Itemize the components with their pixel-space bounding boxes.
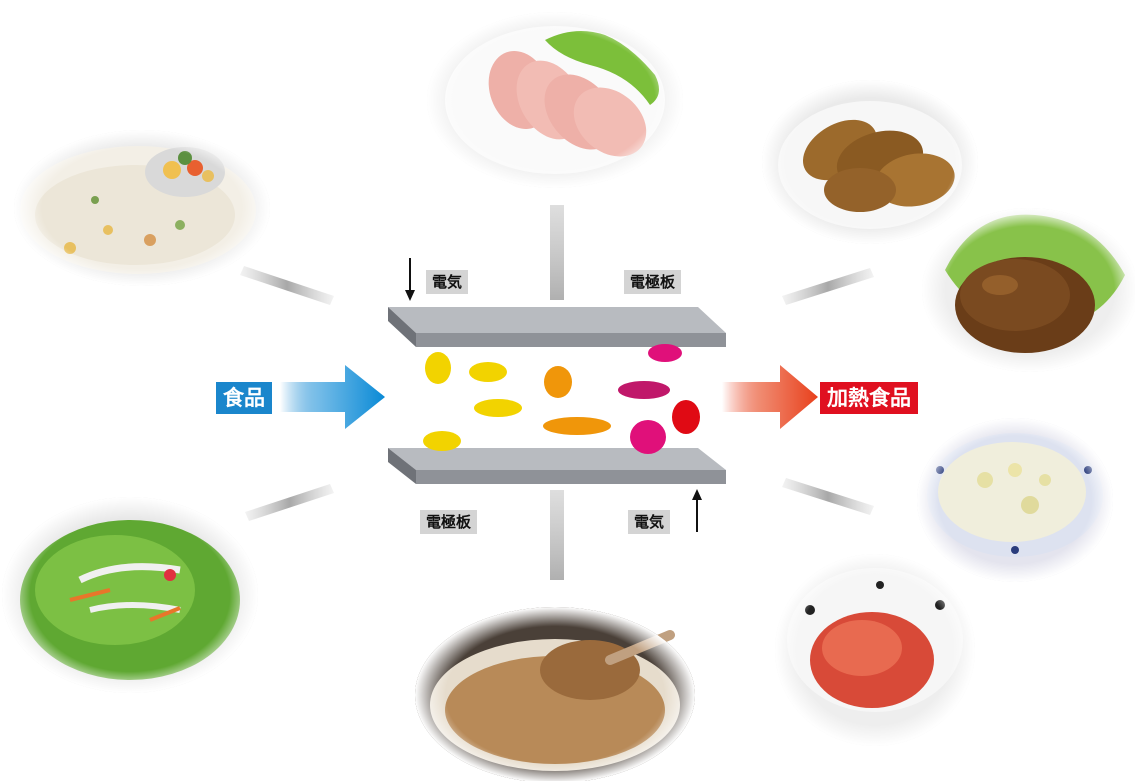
meat-sauce-bowl [415,607,695,781]
electrode-label-top: 電極板 [624,270,682,294]
particle-yellow [425,352,451,384]
food-particles [423,344,700,454]
electrode-plate-bottom [388,448,726,484]
connector-top-left [240,266,334,305]
heated-food-label: 加熱食品 [820,382,918,414]
output-arrow [722,365,818,429]
cream-stew-plate [14,130,270,286]
connector-top [550,205,564,300]
fried-chicken-plate [762,80,978,244]
input-arrow [280,365,385,429]
salad-bowl [2,497,258,693]
particle-magenta [648,344,682,362]
connector-top-right [782,268,874,305]
sliced-ham-plate [427,12,683,188]
particle-red [672,400,700,434]
electricity-label-top: 電気 [426,270,469,294]
electrode-label-bottom: 電極板 [420,510,478,534]
particle-orange [543,417,611,435]
connector-bottom [550,490,564,580]
particle-yellow [423,431,461,451]
electricity-arrow-up [692,489,702,532]
electrode-plate-top [388,307,726,347]
particle-magenta [630,420,666,454]
electricity-label-bottom: 電気 [628,510,671,534]
particle-yellow [469,362,507,382]
particle-purple [618,381,670,399]
connector-lines [240,205,874,580]
tomato-jelly-bowl [775,554,975,746]
food-input-label: 食品 [216,382,272,414]
connector-bottom-right [782,478,874,515]
connector-bottom-left [245,484,334,521]
particle-orange [544,366,572,398]
hamburg-steak-plate [922,208,1135,372]
particle-yellow [474,399,522,417]
electricity-arrow-down [405,258,415,301]
cream-soup-bowl [917,418,1113,582]
